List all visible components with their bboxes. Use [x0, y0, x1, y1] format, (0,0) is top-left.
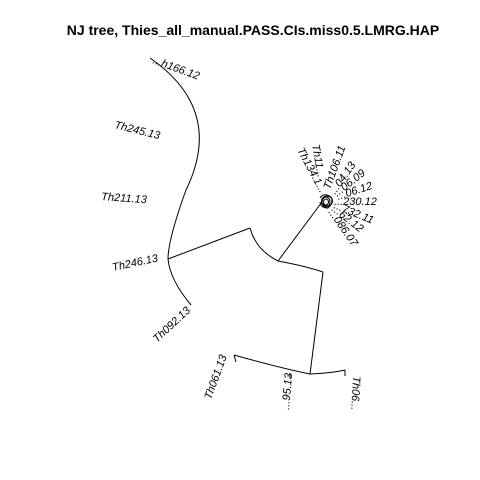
tree-branches	[149, 57, 346, 378]
tip-label: Th245.13	[113, 119, 162, 142]
tip-label: Th211.13	[101, 191, 148, 206]
right-cluster-swirl	[319, 194, 333, 209]
tip-label: Th11...	[309, 143, 327, 178]
tip-label: Th246.13	[111, 252, 160, 274]
branch-arc-left-clade	[149, 57, 200, 306]
tip-label: ...230.12	[334, 196, 377, 208]
branch-right-stem	[277, 201, 323, 262]
tip-labels-bottom-clade: Th061.13 ...95.13 Th06...	[203, 352, 362, 410]
branch-arc-bottom-clade	[233, 354, 346, 375]
tip-label: ...95.13	[280, 372, 295, 410]
branch-tip-th061	[233, 354, 237, 363]
tip-label: ...h166.12	[151, 55, 201, 83]
tip-labels-right-cluster: Th134.1... Th11... Th106.11 ...04.13 ...…	[294, 143, 376, 249]
branch-bottom-stem	[309, 271, 324, 375]
tip-label: Th061.13	[203, 352, 230, 401]
plot-title: NJ tree, Thies_all_manual.PASS.CIs.miss0…	[67, 22, 439, 38]
tip-label: Th092.13	[151, 304, 194, 345]
branch-left-stem	[167, 227, 251, 260]
tip-labels-left-clade: ...h166.12 Th245.13 Th211.13 Th246.13 Th…	[101, 55, 201, 346]
tip-label: Th06...	[348, 376, 362, 411]
